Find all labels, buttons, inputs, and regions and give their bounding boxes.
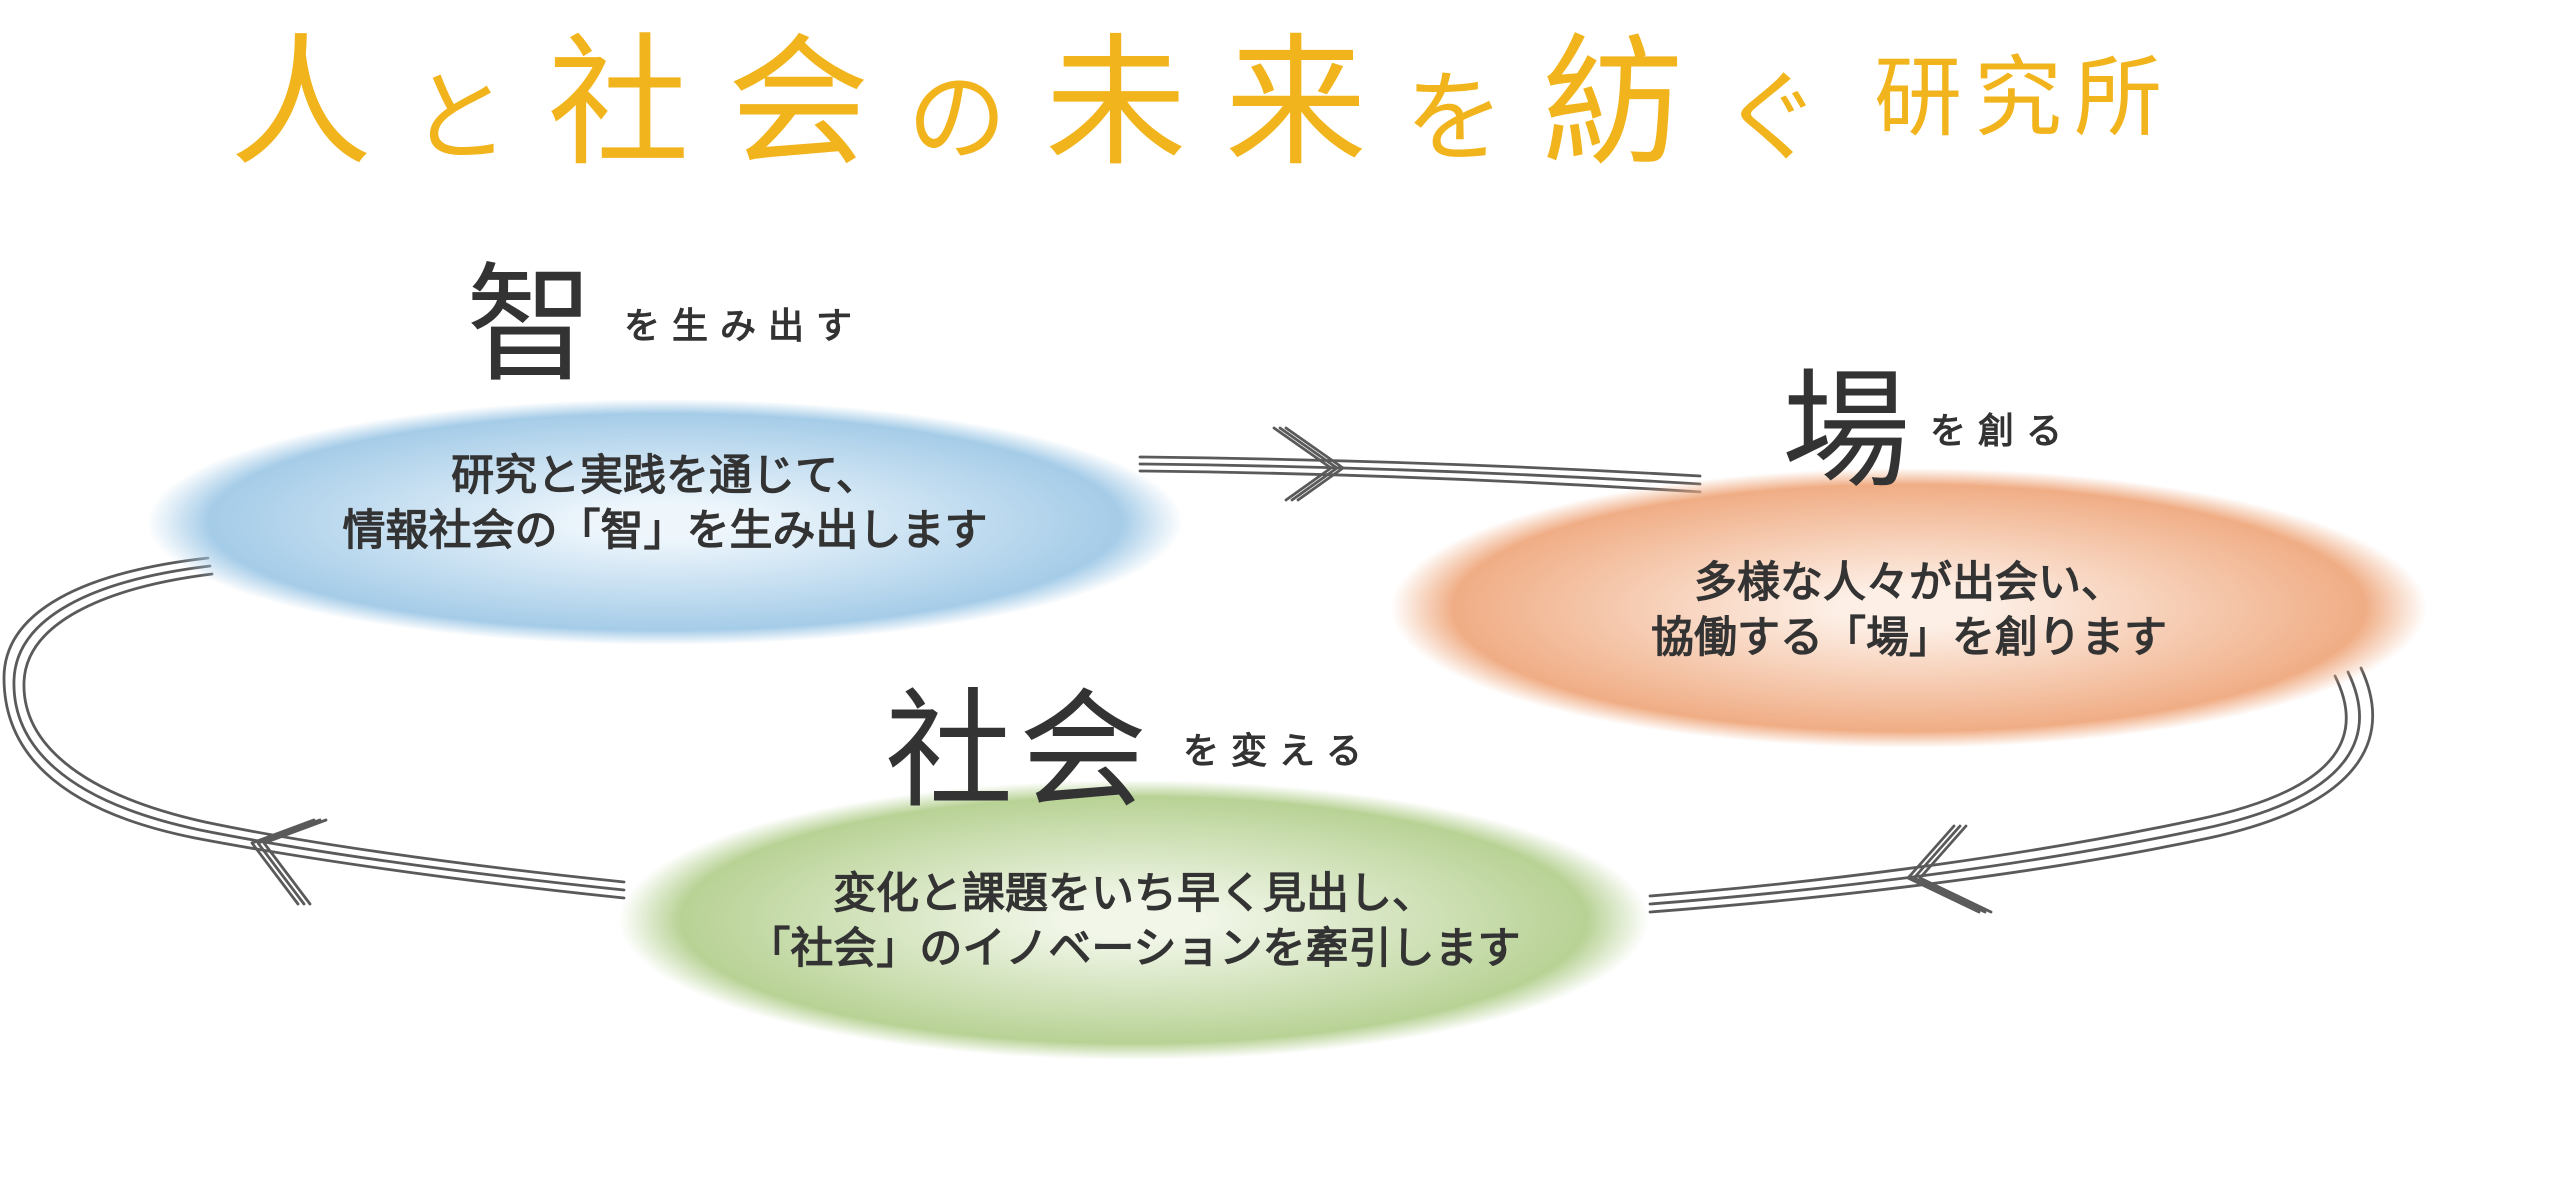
- node-place-heading-suffix: を創る: [1930, 410, 2075, 452]
- node-description-line: 「社会」のイノベーションを牽引します: [747, 924, 1521, 974]
- arrow-chevron-right-icon: [1272, 426, 1345, 502]
- title-char: 来: [1224, 21, 1405, 186]
- title-suffix: 研究所: [1874, 46, 2175, 149]
- title-char: を: [1404, 61, 1543, 176]
- flow-line-left: [2, 556, 626, 900]
- node-society-heading-suffix: を変える: [1183, 730, 1374, 772]
- node-description: 変化と課題をいち早く見出し、 「社会」のイノベーションを牽引します: [619, 867, 1649, 977]
- title-char: 社: [547, 21, 728, 186]
- title-char: の: [907, 61, 1045, 176]
- arrow-strand: [1912, 824, 1987, 914]
- node-description: 多様な人々が出会い、 協働する「場」を創ります: [1391, 556, 2427, 666]
- title-char: と: [410, 61, 548, 176]
- flow-line-strand: [1138, 469, 1702, 494]
- node-description-line: 情報社会の「智」を生み出します: [342, 506, 988, 556]
- arrow-strand: [262, 818, 328, 906]
- title-char: 未: [1044, 21, 1225, 186]
- node-place-ellipse: 多様な人々が出会い、 協働する「場」を創ります: [1391, 468, 2427, 748]
- flow-line-strand: [1648, 670, 2361, 906]
- arrow-strand: [1278, 426, 1339, 502]
- arrow-strand: [1272, 426, 1333, 502]
- node-society-heading: 社会: [885, 677, 1154, 826]
- flow-line-top: [1138, 455, 1702, 494]
- node-description: 研究と実践を通じて、 情報社会の「智」を生み出します: [147, 449, 1183, 559]
- node-place-heading: 場: [1782, 357, 1911, 506]
- arrow-strand: [1918, 824, 1993, 914]
- node-description-line: 多様な人々が出会い、: [1694, 558, 2124, 608]
- flow-line-strand: [2, 556, 626, 900]
- flow-line-strand: [22, 572, 626, 884]
- title-main: 人と社会の未来を紡ぐ: [230, 24, 1860, 184]
- title-char: 会: [727, 21, 908, 186]
- node-description-line: 変化と課題をいち早く見出し、: [833, 869, 1435, 919]
- flow-line-strand: [1138, 462, 1702, 486]
- title-char: ぐ: [1722, 61, 1860, 176]
- title-char: 紡: [1542, 21, 1723, 186]
- flow-line-strand: [1648, 666, 2374, 914]
- node-society-ellipse: 変化と課題をいち早く見出し、 「社会」のイノベーションを牽引します: [619, 780, 1649, 1060]
- node-knowledge-ellipse: 研究と実践を通じて、 情報社会の「智」を生み出します: [147, 399, 1183, 645]
- flow-line-strand: [12, 564, 626, 892]
- node-knowledge-heading: 智: [466, 251, 595, 400]
- title-char: 人: [230, 21, 410, 186]
- arrow-strand: [1284, 426, 1345, 502]
- arrow-chevron-left-icon: [250, 818, 328, 906]
- arrow-strand: [1906, 824, 1981, 914]
- node-description-line: 協働する「場」を創ります: [1651, 613, 2167, 663]
- flow-line-right: [1648, 666, 2374, 914]
- flow-line-strand: [1138, 455, 1702, 478]
- arrow-strand: [250, 818, 316, 906]
- node-description-line: 研究と実践を通じて、: [451, 451, 879, 501]
- flow-line-strand: [1648, 674, 2348, 898]
- arrow-strand: [256, 818, 322, 906]
- arrow-chevron-left-icon: [1906, 824, 1993, 914]
- node-knowledge-heading-suffix: を生み出す: [624, 305, 865, 347]
